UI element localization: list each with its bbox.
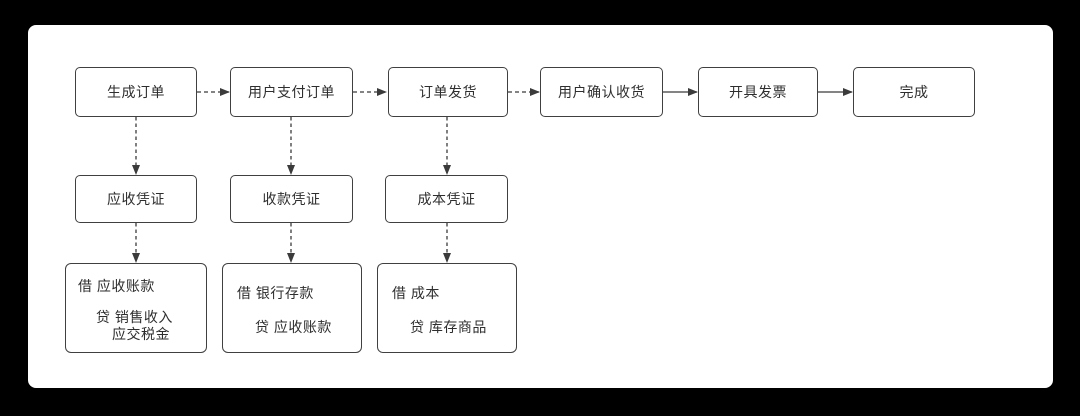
step-order-shipped: 订单发货 <box>388 67 508 117</box>
step-label: 生成订单 <box>107 84 165 100</box>
voucher-receivable: 应收凭证 <box>75 175 197 223</box>
step-complete: 完成 <box>853 67 975 117</box>
voucher-label: 收款凭证 <box>262 191 321 207</box>
step-user-pays-order: 用户支付订单 <box>230 67 353 117</box>
voucher-cost: 成本凭证 <box>385 175 508 223</box>
step-issue-invoice: 开具发票 <box>698 67 818 117</box>
ledger-credit-line: 贷 应收账款 <box>255 319 332 335</box>
ledger-receipt-entry: 借 银行存款 贷 应收账款 <box>222 263 362 353</box>
ledger-credit-line: 贷 销售收入 <box>96 309 173 325</box>
ledger-debit-line: 借 成本 <box>392 285 440 301</box>
voucher-receipt: 收款凭证 <box>230 175 353 223</box>
step-generate-order: 生成订单 <box>75 67 197 117</box>
ledger-debit-line: 借 应收账款 <box>78 278 155 294</box>
ledger-cost-entry: 借 成本 贷 库存商品 <box>377 263 517 353</box>
step-confirm-receipt: 用户确认收货 <box>540 67 663 117</box>
step-label: 用户确认收货 <box>558 84 645 100</box>
ledger-debit-line: 借 银行存款 <box>237 285 314 301</box>
step-label: 开具发票 <box>729 84 787 100</box>
voucher-label: 成本凭证 <box>417 191 476 207</box>
step-label: 完成 <box>899 84 929 100</box>
step-label: 订单发货 <box>419 84 477 100</box>
step-label: 用户支付订单 <box>248 84 335 100</box>
ledger-credit-line-2: 应交税金 <box>112 326 170 342</box>
ledger-credit-line: 贷 库存商品 <box>410 319 487 335</box>
ledger-receivable-entry: 借 应收账款 贷 销售收入 应交税金 <box>65 263 207 353</box>
voucher-label: 应收凭证 <box>107 191 165 207</box>
